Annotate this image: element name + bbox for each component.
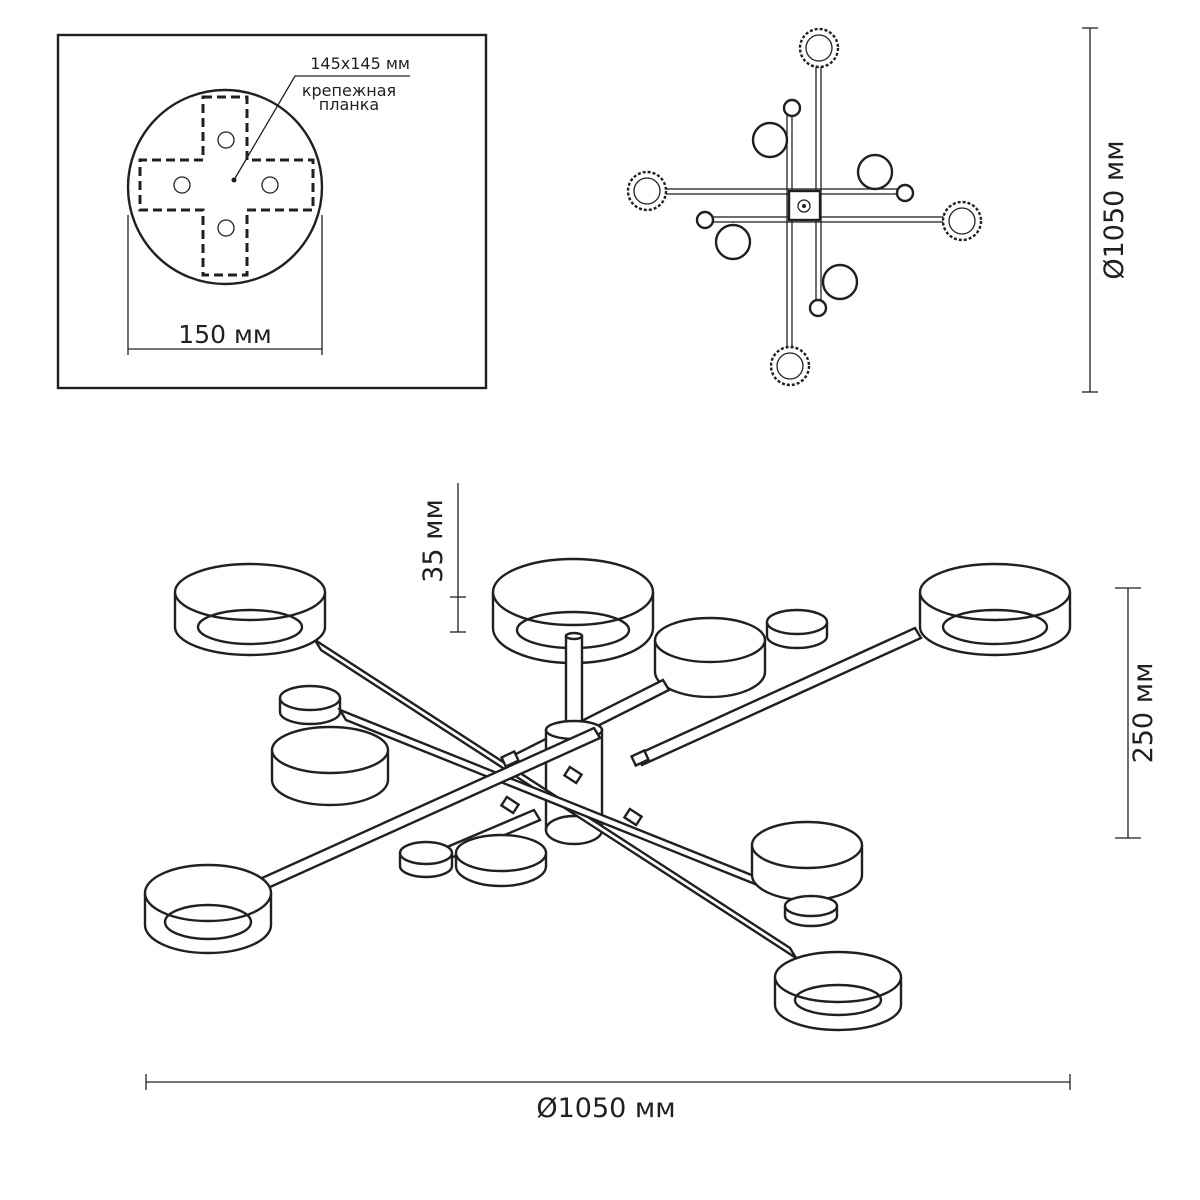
top-globe-small-3 xyxy=(695,210,715,230)
top-arm-horizontal-lower xyxy=(704,216,961,223)
top-view: Ø1050 мм xyxy=(626,27,1130,393)
top-ring-lamp-west xyxy=(626,170,668,212)
puck-front-right-large xyxy=(750,820,864,902)
ring-thickness-label: 35 мм xyxy=(418,499,449,583)
puck-left-small xyxy=(278,684,342,726)
width-label: 150 мм xyxy=(178,320,271,349)
puck-front-medium xyxy=(454,833,548,888)
top-globe-1 xyxy=(751,121,789,159)
ring-lamp-front-left xyxy=(143,863,273,955)
top-globe-4 xyxy=(821,263,859,301)
puck-front-small-left xyxy=(398,840,454,879)
arm-joint-3 xyxy=(562,765,584,785)
mount-hole-top xyxy=(217,131,235,149)
canopy-circle xyxy=(126,88,324,286)
top-globe-2 xyxy=(856,153,894,191)
top-arm-horizontal-upper xyxy=(644,188,901,195)
top-ring-lamp-south xyxy=(769,345,811,387)
side-view: 35 мм 250 мм Ø1050 мм xyxy=(143,483,1159,1124)
puck-back-small xyxy=(765,608,829,650)
arm-joint-2 xyxy=(629,748,651,768)
top-arm-vertical-right xyxy=(815,47,822,309)
plate-leader-line xyxy=(233,75,410,181)
central-stem-top xyxy=(564,631,584,641)
puck-back-medium xyxy=(653,616,767,699)
central-stem xyxy=(564,634,584,730)
top-globe-small-2 xyxy=(895,183,915,203)
top-hub-dot xyxy=(802,204,806,208)
top-ring-lamp-north xyxy=(798,27,840,69)
arm-joint-4 xyxy=(499,795,521,815)
mount-view: 145x145 мм крепежная планка 150 мм xyxy=(56,33,488,390)
puck-front-right-small xyxy=(783,894,839,928)
mount-hole-bottom xyxy=(217,219,235,237)
ring-lamp-back-right xyxy=(918,562,1072,657)
plate-name-line1: крепежная xyxy=(302,81,396,100)
top-diameter-label: Ø1050 мм xyxy=(1099,140,1130,279)
puck-left-large xyxy=(270,725,390,807)
mount-hole-right xyxy=(261,176,279,194)
mount-view-frame xyxy=(56,33,488,390)
top-hub-ring xyxy=(797,199,811,213)
top-ring-lamp-east xyxy=(941,200,983,242)
arm-back-right xyxy=(634,626,923,767)
top-globe-3 xyxy=(714,223,752,261)
ring-lamp-back-left xyxy=(173,562,327,657)
top-globe-small-1 xyxy=(782,98,802,118)
plate-size-label: 145x145 мм xyxy=(310,54,410,73)
top-globe-small-4 xyxy=(808,298,828,318)
arm-joint-1 xyxy=(499,749,521,769)
plate-name-line2: планка xyxy=(319,95,379,114)
height-label: 250 мм xyxy=(1128,663,1159,764)
mount-hole-left xyxy=(173,176,191,194)
arm-joint-5 xyxy=(622,807,644,827)
side-diameter-label: Ø1050 мм xyxy=(536,1093,675,1124)
ring-lamp-front-right xyxy=(773,950,903,1032)
mounting-cross-plate xyxy=(138,95,315,277)
